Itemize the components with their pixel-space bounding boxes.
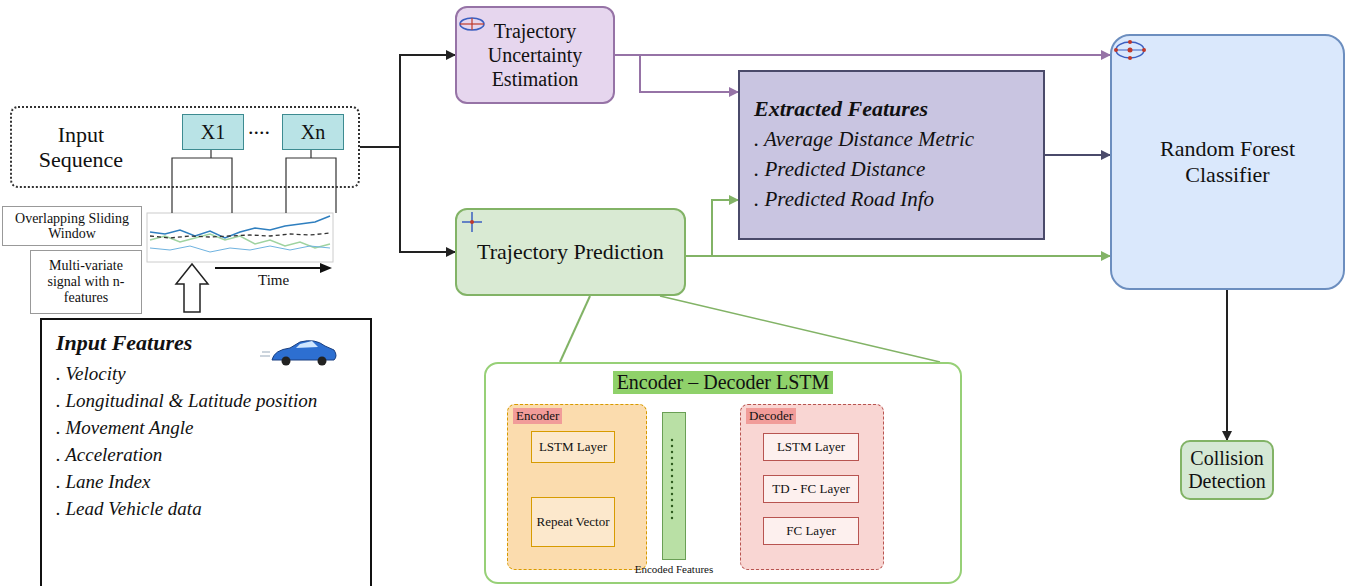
node-text: Extracted Features <box>754 96 928 122</box>
layer-box: FC Layer <box>763 517 859 545</box>
layer-box: LSTM Layer <box>763 433 859 461</box>
node-text: Repeat Vector <box>536 514 609 530</box>
input-sequence-box: Input Sequence X1 Xn <box>10 106 360 188</box>
list-item: . Lane Index <box>56 468 150 495</box>
sliding-window-plot <box>147 213 333 262</box>
list-item: . Lead Vehicle data <box>56 495 202 522</box>
node-text: LSTM Layer <box>539 439 607 455</box>
classifier-icon <box>1114 40 1146 60</box>
features-box: Extracted Features. Average Distance Met… <box>738 70 1045 240</box>
layer-box: LSTM Layer <box>531 431 615 463</box>
vector-dot <box>671 499 673 501</box>
vector-dot <box>671 457 673 459</box>
vector-dot <box>671 505 673 507</box>
window-bracket <box>172 148 232 213</box>
list-item: . Predicted Distance <box>754 154 925 184</box>
window-bracket <box>286 148 336 213</box>
connector <box>360 55 455 147</box>
node-text: TD - FC Layer <box>772 481 850 497</box>
encoder-group: EncoderLSTM LayerRepeat Vector <box>507 404 647 570</box>
vector-dot <box>671 517 673 519</box>
vector-dot <box>671 481 673 483</box>
vector-dot <box>671 451 673 453</box>
vector-dot <box>671 463 673 465</box>
prediction-icon <box>462 212 482 232</box>
node-text: Multi-variate signal with n-features <box>33 258 139 306</box>
process-box: Trajectory Uncertainty Estimation <box>455 6 615 104</box>
vector-dot <box>671 475 673 477</box>
encoded-dots <box>671 439 673 519</box>
detail-panel: Encoder – Decoder LSTM EncoderLSTM LayerR… <box>484 362 962 584</box>
connector <box>360 147 455 252</box>
node-text: X1 <box>201 121 225 144</box>
node-text: LSTM Layer <box>777 439 845 455</box>
time-axis <box>215 267 322 269</box>
node-text: Encoder <box>513 408 562 424</box>
hollow-up-arrow <box>176 264 208 312</box>
layer-box: Repeat Vector <box>531 497 615 547</box>
list-item: . Longitudinal & Latitude position <box>56 387 317 414</box>
node-text: Encoded Features <box>635 563 714 575</box>
time-arrowhead <box>320 263 332 273</box>
vector-dot <box>671 493 673 495</box>
sequence-step-box: X1 <box>182 114 244 150</box>
node-text: Overlapping Sliding Window <box>3 211 141 242</box>
vector-dot <box>671 469 673 471</box>
list-item: . Acceleration <box>56 441 162 468</box>
node-text: Trajectory Uncertainty Estimation <box>465 19 605 91</box>
decoder-group: DecoderLSTM Layer TD - FC Layer FC Layer <box>740 404 884 570</box>
node-text: Decoder <box>746 408 796 424</box>
connector <box>560 296 590 362</box>
connector <box>615 54 1110 56</box>
node-text: Encoder – Decoder LSTM <box>613 371 834 394</box>
node-text: Xn <box>301 121 325 144</box>
layer-box: TD - FC Layer <box>763 475 859 503</box>
signal-caption-box: Multi-variate signal with n-features <box>30 250 142 314</box>
encoded-vector: Encoded Features <box>662 412 686 560</box>
list-item: . Predicted Road Info <box>754 184 934 214</box>
connector <box>686 255 1110 257</box>
list-item: . Movement Angle <box>56 414 193 441</box>
uncertainty-icon <box>460 18 484 30</box>
vector-dot <box>671 487 673 489</box>
output-box: Collision Detection <box>1180 440 1274 500</box>
node-text: Trajectory Prediction <box>477 239 664 265</box>
vector-dot <box>671 511 673 513</box>
vector-dot <box>671 445 673 447</box>
list-item: . Velocity <box>56 360 126 387</box>
input-features-box: Input Features . Velocity. Longitudinal &… <box>40 318 372 586</box>
window-caption-box: Overlapping Sliding Window <box>2 206 142 246</box>
ellipsis-label: .... <box>248 114 270 140</box>
node-text: FC Layer <box>786 523 835 539</box>
node-text: Random Forest Classifier <box>1120 136 1335 188</box>
node-text: Input Sequence <box>26 122 136 173</box>
car-icon <box>260 341 336 366</box>
process-box: Trajectory Prediction <box>455 208 686 296</box>
connector <box>1226 290 1228 440</box>
connector <box>1045 154 1110 156</box>
connector <box>686 200 738 256</box>
axis-label: Time <box>258 272 289 289</box>
connector <box>615 55 738 92</box>
node-text: Input Features <box>56 330 192 356</box>
node-text: Collision Detection <box>1185 447 1269 493</box>
list-item: . Average Distance Metric <box>754 124 974 154</box>
vector-dot <box>671 439 673 441</box>
sequence-step-box: Xn <box>282 114 344 150</box>
classifier-box: Random Forest Classifier <box>1110 34 1345 290</box>
zoom-line <box>660 296 940 362</box>
